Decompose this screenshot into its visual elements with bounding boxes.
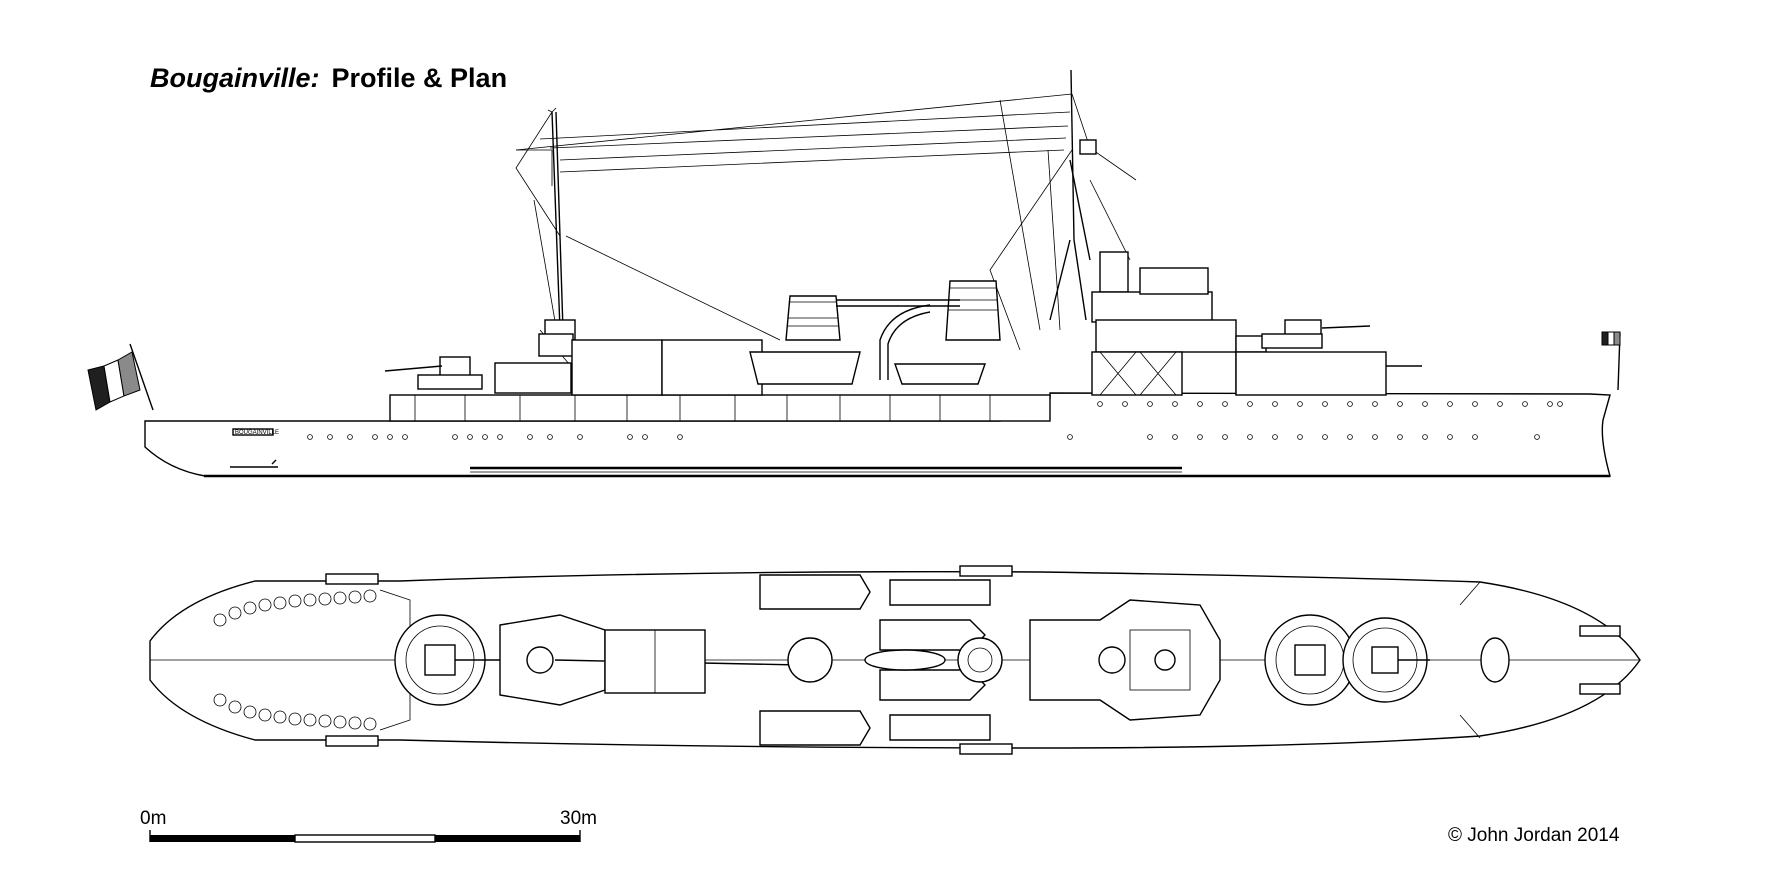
side-fittings (325, 565, 1621, 755)
after-guns-plan (1264, 581, 1510, 739)
boats-profile (749, 304, 986, 385)
scale-bar: 0m 30m (140, 808, 597, 843)
drawing-title: Bougainville: Profile & Plan (150, 63, 507, 93)
mainmast (1049, 69, 1097, 321)
anchor-chains (213, 589, 377, 731)
deck-lockers (389, 394, 1051, 422)
hull: BOUGAINVILLE (144, 392, 1611, 478)
title-subtitle: Profile & Plan (332, 63, 508, 93)
after-guns-profile (1235, 319, 1422, 396)
scale-start-label: 0m (140, 808, 166, 829)
forward-gun-plan (379, 589, 801, 731)
scale-end-label: 30m (560, 808, 597, 829)
profile-view: BOUGAINVILLE (87, 69, 1621, 478)
flags (87, 331, 1621, 411)
forward-gun-profile (384, 339, 763, 396)
boats-plan (759, 574, 1003, 746)
copyright-credit: © John Jordan 2014 (1448, 825, 1620, 846)
plan-view (149, 565, 1641, 755)
bridge-plan (1029, 599, 1221, 721)
foremast (538, 107, 576, 357)
portholes (307, 401, 1563, 440)
title-ship-name: Bougainville: (150, 63, 320, 93)
funnels (785, 280, 1001, 341)
funnel-plan (604, 629, 706, 694)
bridge-block (1091, 251, 1267, 396)
hull-nameboard: BOUGAINVILLE (235, 430, 279, 436)
